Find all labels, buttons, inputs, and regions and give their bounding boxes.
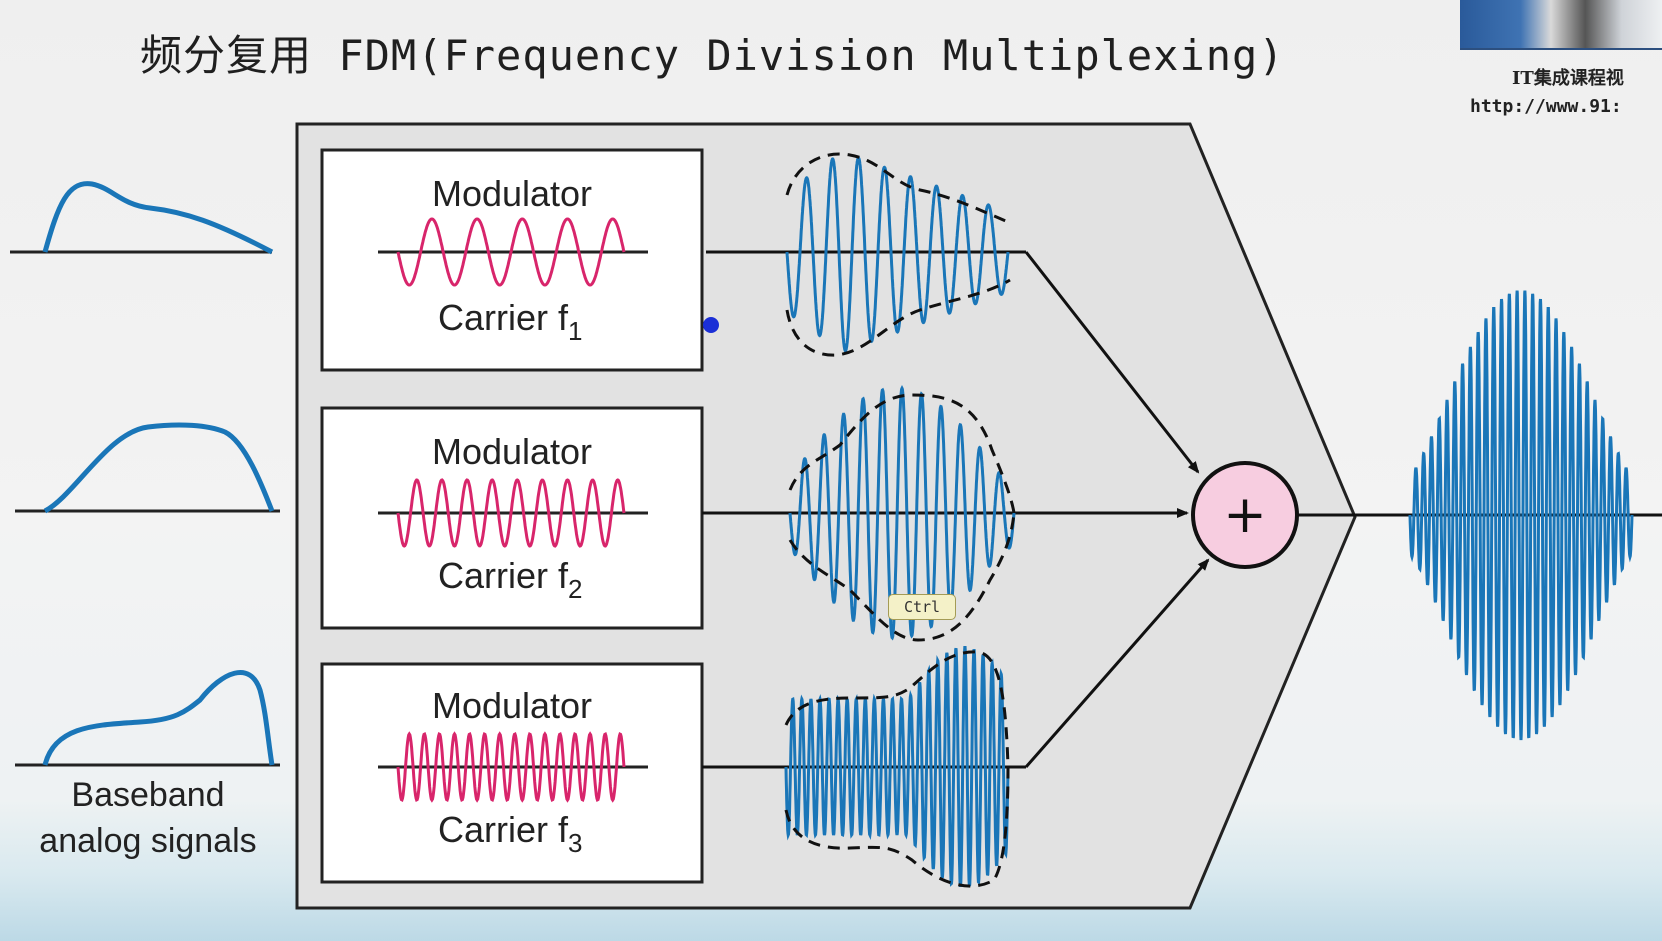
slide-title: 频分复用 FDM(Frequency Division Multiplexing… [140, 22, 1285, 83]
arrow-to-adder-3 [1024, 558, 1210, 768]
watermark-line2: http://www.91: [1470, 96, 1622, 117]
carrier-label-3-text: Carrier f [438, 809, 569, 850]
webcam-thumbnail [1460, 0, 1662, 50]
adder-plus-symbol: + [1223, 485, 1267, 545]
adder-circle [1191, 461, 1299, 569]
carrier-label-3: Carrier f3 [438, 809, 582, 858]
baseband-signal-1 [42, 181, 274, 255]
carrier-label-2-text: Carrier f [438, 555, 569, 596]
baseband-label-line1: Baseband [71, 776, 224, 814]
title-english: FDM(Frequency Division Multiplexing) [338, 31, 1285, 80]
carrier-label-1-sub: 1 [568, 316, 582, 346]
cursor-dot [703, 317, 719, 333]
baseband-signal-3 [42, 670, 275, 766]
envelope-3 [784, 650, 1010, 888]
arrow-to-adder-1 [1024, 251, 1200, 474]
modulated-signal-3 [784, 646, 1010, 888]
carrier-label-1: Carrier f1 [438, 297, 582, 346]
carrier-wave-2 [396, 478, 626, 548]
composite-fdm-signal [1408, 290, 1634, 741]
envelope-2 [788, 393, 1016, 642]
modulated-signal-1 [785, 156, 1010, 353]
modulator-box-1 [320, 148, 704, 372]
baseband-signal-2 [43, 422, 275, 514]
modulator-label-2: Modulator [432, 431, 592, 472]
baseband-label-line2: analog signals [39, 822, 256, 860]
carrier-label-2-sub: 2 [568, 574, 582, 604]
title-chinese: 频分复用 [140, 31, 313, 80]
carrier-label-3-sub: 3 [568, 828, 582, 858]
carrier-wave-1 [396, 217, 626, 287]
carrier-label-2: Carrier f2 [438, 555, 582, 604]
envelope-1 [785, 152, 1011, 357]
modulated-signal-2 [788, 384, 1016, 641]
modulator-box-2 [320, 406, 704, 630]
carrier-wave-3 [396, 731, 626, 803]
carrier-label-1-text: Carrier f [438, 297, 569, 338]
watermark-line1: IT集成课程视 [1512, 68, 1624, 89]
ctrl-tooltip: Ctrl [888, 594, 956, 620]
modulator-label-1: Modulator [432, 173, 592, 214]
modulator-label-3: Modulator [432, 685, 592, 726]
